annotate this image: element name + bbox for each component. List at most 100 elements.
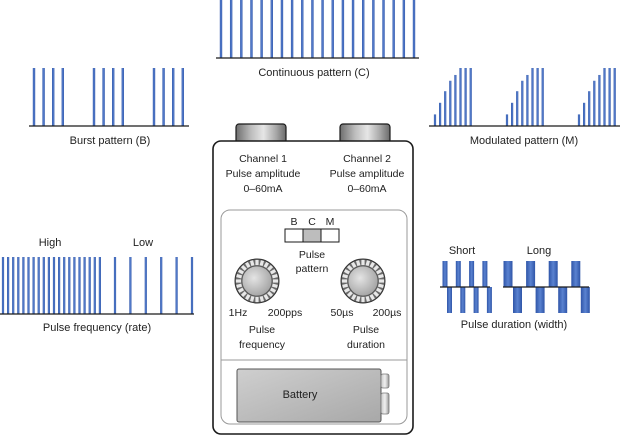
modulated-pulse: [439, 102, 442, 126]
modulated-pulse: [608, 68, 611, 126]
knob-grip-tick: [375, 287, 383, 293]
pattern-option-c-selected[interactable]: [302, 228, 322, 243]
channel1-subtitle: Pulse amplitude: [226, 168, 301, 180]
frequency-high-pulse: [83, 257, 86, 314]
pattern-option-m[interactable]: [320, 228, 340, 243]
frequency-high-pulse: [63, 257, 66, 314]
modulated-pulse: [516, 91, 519, 126]
burst-pulses: [32, 68, 184, 126]
knob-grip-tick: [351, 293, 357, 301]
modulated-pulse: [511, 102, 514, 126]
modulated-pulses: [433, 68, 616, 126]
duration-short-pulse-positive: [482, 261, 488, 287]
modulated-pulse: [459, 68, 462, 126]
modulated-pulse: [444, 91, 447, 126]
continuous-pulse: [392, 0, 395, 58]
knob-grip-tick: [355, 260, 361, 267]
frequency-low-pulse: [190, 257, 194, 314]
modulated-pulse: [464, 68, 467, 126]
continuous-pulse: [351, 0, 355, 58]
frequency-knob-grip: [235, 259, 279, 303]
pattern-switch[interactable]: B C M Pulse pattern: [284, 216, 340, 275]
battery-label: Battery: [283, 389, 318, 401]
duration-long-pulse-positive: [571, 261, 581, 287]
modulated-label: Modulated pattern (M): [470, 135, 578, 147]
battery-terminal-positive: [380, 373, 390, 389]
continuous-pulse: [219, 0, 223, 58]
knob-grip-tick: [375, 269, 383, 275]
knob-grip-tick: [249, 295, 255, 302]
burst-pulse: [52, 68, 55, 126]
knob-grip-tick: [271, 273, 278, 279]
frequency-high-pulse: [68, 257, 71, 314]
duration-knob-grip: [341, 259, 385, 303]
knob-grip-tick: [271, 283, 278, 289]
continuous-waveform: Continuous pattern (C): [216, 0, 419, 79]
frequency-high-pulse: [12, 257, 15, 314]
frequency-low-pulse: [175, 257, 178, 314]
knob-grip-tick: [377, 273, 384, 279]
channel2-subtitle: Pulse amplitude: [330, 168, 405, 180]
continuous-pulse: [301, 0, 304, 58]
frequency-high-pulse: [98, 257, 101, 314]
frequency-high-pulse: [7, 257, 10, 314]
continuous-pulse: [240, 0, 243, 58]
knob-grip-tick: [240, 264, 247, 271]
burst-pulse: [181, 68, 184, 126]
modulated-waveform: Modulated pattern (M): [429, 68, 620, 147]
burst-pulse: [121, 68, 124, 126]
frequency-high-pulse: [17, 257, 20, 314]
frequency-high-label: High: [39, 237, 62, 249]
modulated-pulse: [521, 80, 524, 126]
pattern-option-b-label: B: [290, 216, 297, 228]
duration-short-pulse-negative: [460, 287, 466, 313]
knob-grip-tick: [377, 283, 384, 289]
frequency-low-label: Low: [133, 237, 153, 249]
modulated-pulse: [598, 74, 601, 126]
knob-grip-tick: [263, 261, 269, 269]
duration-long-pulse-negative: [580, 287, 590, 313]
continuous-pulse: [362, 0, 365, 58]
duration-knob[interactable]: [340, 258, 386, 304]
frequency-high-pulse: [52, 257, 56, 314]
duration-long-pulse-negative: [558, 287, 568, 313]
duration-knob-label-line1: Pulse: [353, 324, 379, 336]
modulated-pulse: [449, 80, 452, 126]
modulated-pulse: [454, 74, 457, 126]
pattern-label-line2: pattern: [296, 263, 329, 275]
modulated-pulse: [536, 68, 539, 126]
knob-grip-tick: [236, 283, 243, 289]
knob-grip-tick: [237, 287, 245, 293]
continuous-pulse: [311, 0, 314, 58]
frequency-high-pulse: [32, 257, 35, 314]
burst-pulse: [112, 68, 115, 126]
burst-pulse: [152, 68, 156, 126]
duration-waveform: Short Long Pulse duration (width): [440, 245, 590, 331]
duration-knob-min: 50µs: [331, 307, 354, 319]
frequency-knob-label-line1: Pulse: [249, 324, 275, 336]
duration-long-pulse-negative: [535, 287, 545, 313]
channel1-range: 0–60mA: [243, 183, 282, 195]
frequency-low-pulse: [160, 257, 163, 314]
knob-grip-tick: [235, 279, 242, 283]
knob-grip-tick: [365, 295, 371, 302]
frequency-high-pulse: [78, 257, 81, 314]
knob-grip-tick: [369, 261, 375, 269]
frequency-high-pulse: [73, 257, 76, 314]
channel1-title: Channel 1: [239, 153, 287, 165]
modulated-pulse: [526, 74, 529, 126]
knob-grip-tick: [342, 283, 349, 289]
frequency-knob-max: 200pps: [268, 307, 302, 319]
frequency-knob[interactable]: [234, 258, 280, 304]
knob-grip-tick: [259, 260, 265, 267]
pattern-option-b[interactable]: [284, 228, 304, 243]
continuous-pulse: [270, 0, 273, 58]
pattern-label-line1: Pulse: [299, 249, 325, 261]
frequency-low-pulse: [113, 257, 117, 314]
burst-pulse: [61, 68, 64, 126]
modulated-pulse: [433, 114, 437, 126]
burst-pulse: [162, 68, 165, 126]
modulated-pulse: [469, 68, 472, 126]
frequency-high-pulse: [22, 257, 25, 314]
